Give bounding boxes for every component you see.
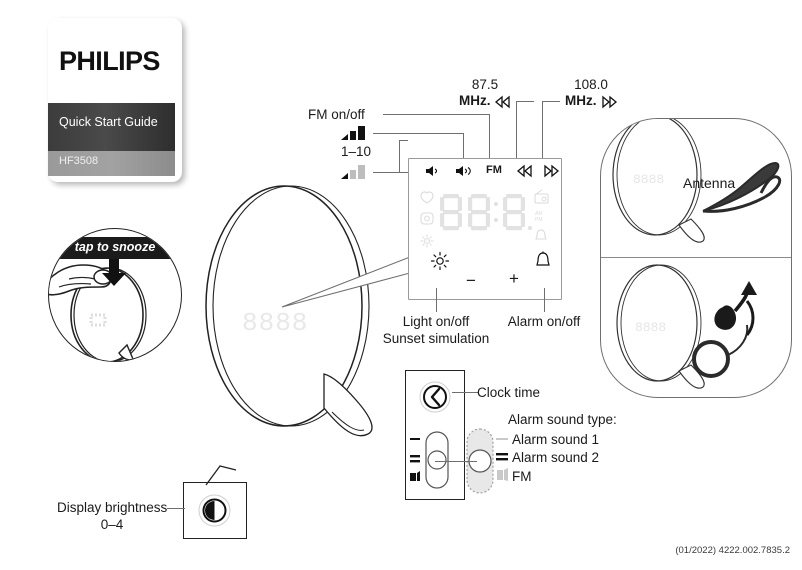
light-onoff-label-line1: Light on/off: [402, 314, 470, 329]
snooze-icon: [420, 191, 434, 204]
rear-control-box: [405, 370, 465, 500]
minus-button[interactable]: −: [466, 271, 476, 290]
sunset-simulation-label: Sunset simulation: [382, 331, 490, 346]
model-number: HF3508: [59, 155, 99, 167]
sun-icon: [420, 234, 434, 248]
accessory-panel: 8888 Antenna 8888: [600, 118, 792, 398]
tune-up-leader-v: [542, 101, 543, 168]
tune-up-button[interactable]: [543, 164, 560, 178]
tune-up-frequency: 108.0: [574, 77, 608, 92]
svg-text:8888: 8888: [242, 308, 308, 338]
alarm-sound-type-heading: Alarm sound type:: [508, 412, 617, 427]
fm-option-label: FM: [512, 469, 532, 484]
down-arrow-icon: [102, 253, 126, 286]
light-leader-v: [436, 288, 437, 312]
volume-bars-full-icon: [341, 126, 365, 140]
double-dash-icon: [496, 453, 508, 461]
display-brightness-button[interactable]: [198, 494, 231, 527]
alarm-sound-slider-detail: [466, 428, 494, 494]
philips-wordmark: PHILIPS: [59, 46, 160, 76]
tune-down-button[interactable]: [516, 164, 533, 178]
antenna-wire-icon: [702, 161, 782, 213]
alarm-button[interactable]: [535, 251, 551, 270]
volume-down-button[interactable]: [425, 165, 439, 177]
tune-up-leader-h: [542, 101, 560, 102]
clock-time-label: Clock time: [477, 385, 541, 400]
display-brightness-range: 0–4: [100, 517, 124, 532]
fast-forward-icon: [602, 95, 618, 109]
volume-up-leader-v: [463, 133, 464, 168]
clock-time-button[interactable]: [419, 381, 451, 413]
antenna-lamp-illustration: 8888: [612, 119, 705, 243]
lcd-left-indicators: [420, 191, 434, 248]
volume-down-leader: [373, 172, 408, 173]
volume-up-button[interactable]: [455, 165, 473, 177]
fm-onoff-label: FM on/off: [308, 107, 365, 122]
half-moon-contrast-icon: [205, 501, 215, 520]
snooze-lamp-illustration: [70, 267, 147, 361]
logo-grey-panel: HF3508: [48, 151, 175, 176]
antenna-label: Antenna: [683, 175, 736, 191]
radio-icon: [534, 189, 549, 204]
display-pointer-line: [281, 256, 411, 308]
logo-dark-panel: Quick Start Guide: [48, 103, 175, 151]
brightness-callout-notch: [205, 465, 237, 486]
music-note-icon: [497, 468, 508, 481]
lcd-right-indicators: AM PM: [534, 189, 549, 240]
fm-onoff-leader: [383, 114, 489, 115]
snooze-banner: [49, 237, 181, 259]
am-label: AM: [535, 211, 543, 217]
volume-bars-dim-icon: [341, 165, 365, 179]
hand-tap-icon: [49, 264, 113, 296]
light-button[interactable]: [430, 251, 450, 271]
display-brightness-box: [183, 482, 247, 539]
svg-text:8888: 8888: [633, 172, 664, 187]
tune-up-unit: MHz.: [565, 93, 597, 108]
document-footer: (01/2022) 4222.002.7835.2: [675, 545, 790, 556]
tune-down-leader-h: [516, 101, 534, 102]
volume-down-leader-v: [399, 140, 400, 172]
tune-down-unit: MHz.: [459, 93, 491, 108]
guide-title: Quick Start Guide: [59, 115, 158, 129]
fm-onoff-leader-v: [489, 114, 490, 168]
slider-detail-leader: [435, 461, 477, 462]
lcd-display: AM PM: [418, 188, 550, 266]
volume-up-leader: [373, 133, 463, 134]
slider-position-markers: [410, 438, 420, 481]
philips-logo-block: PHILIPS Quick Start Guide HF3508: [48, 18, 175, 176]
lcd-digits: [440, 194, 533, 231]
music-note-icon: [410, 471, 420, 481]
snooze-banner-label: tap to snooze: [74, 240, 156, 254]
alarm-onoff-label: Alarm on/off: [507, 314, 581, 329]
cable-lamp-illustration: 8888: [616, 264, 705, 389]
volume-range-label: 1–10: [341, 144, 372, 159]
display-brightness-label-line1: Display brightness: [57, 500, 168, 515]
panel-divider: [601, 257, 791, 258]
plus-button[interactable]: +: [509, 269, 519, 288]
alarm-sound-slider[interactable]: [422, 431, 452, 489]
volume-down-leader-h2: [399, 140, 408, 141]
logo-white-panel: PHILIPS: [48, 18, 175, 103]
fm-button[interactable]: FM: [486, 164, 502, 176]
brightness-leader: [167, 508, 185, 509]
clock-icon: [420, 212, 434, 225]
alarm-leader-v: [544, 288, 545, 312]
tune-down-leader-v: [516, 101, 517, 168]
alarm-sound-2-label: Alarm sound 2: [512, 450, 600, 465]
clock-time-leader: [452, 392, 478, 393]
alarm-sound-1-label: Alarm sound 1: [512, 432, 600, 447]
bell-icon: [535, 229, 547, 240]
tune-down-frequency: 87.5: [471, 77, 499, 92]
tap-to-snooze-inset: tap to snooze: [48, 228, 182, 362]
single-dash-icon: [496, 438, 508, 440]
single-dash-icon: [410, 438, 420, 440]
rewind-icon: [494, 95, 510, 109]
lamp-display-digits-icon: 8888: [242, 308, 308, 338]
main-lamp-illustration: 8888: [205, 185, 373, 437]
lcd-graphics: AM PM: [420, 189, 549, 248]
pm-label: PM: [535, 217, 543, 223]
coiled-cable-rotate-icon: [692, 281, 757, 378]
svg-text:8888: 8888: [635, 320, 666, 335]
